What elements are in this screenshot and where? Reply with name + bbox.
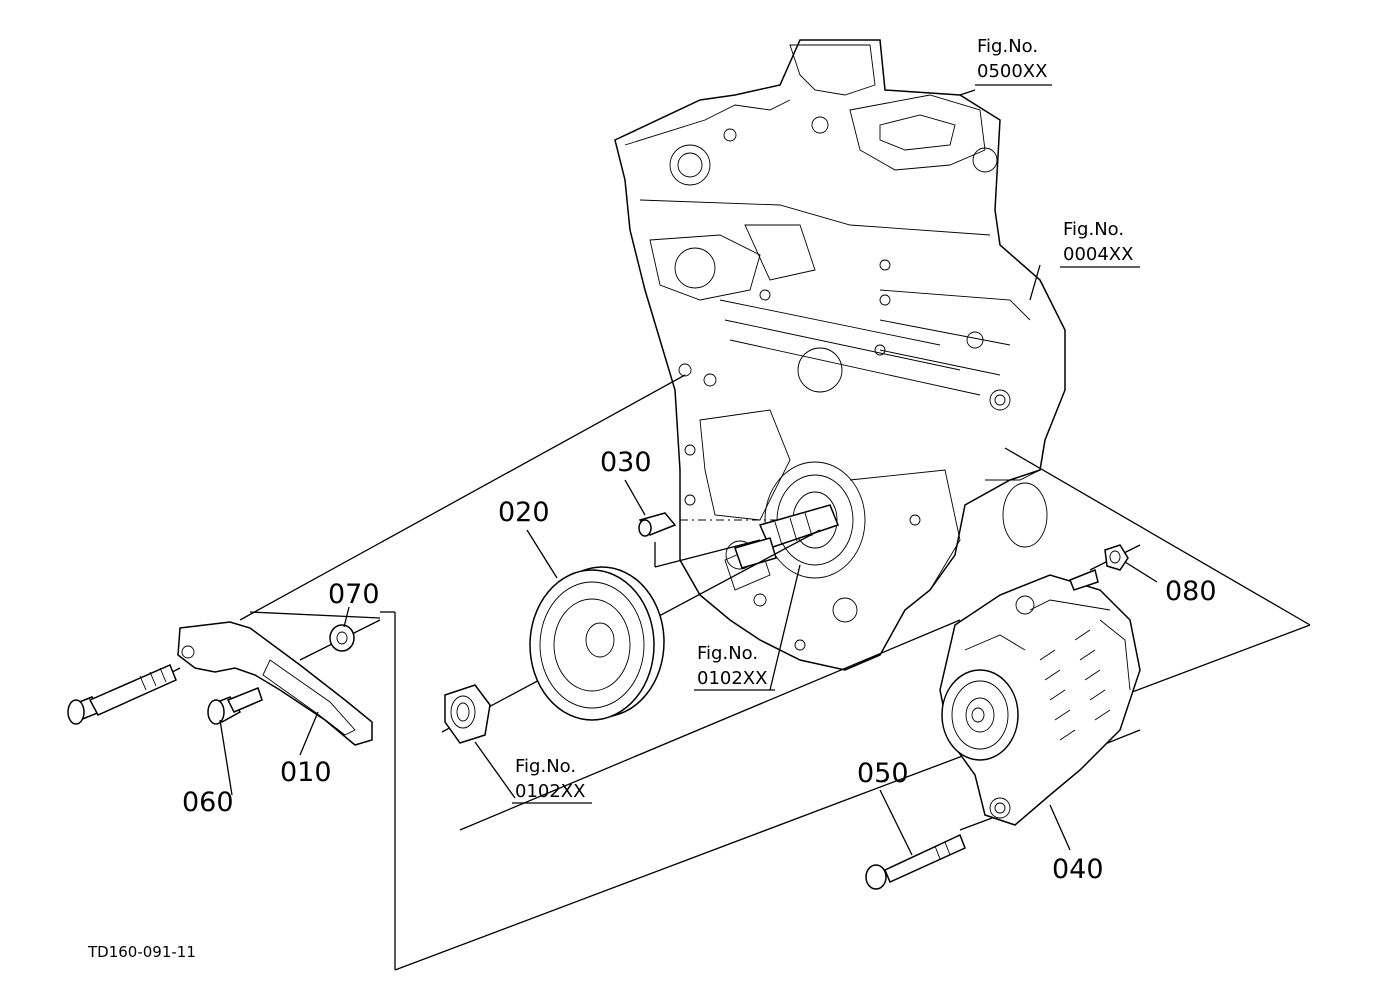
callout-070: 070 xyxy=(328,579,380,610)
fig-ref-0102xx-nut: Fig.No. 0102XX xyxy=(512,756,592,804)
callout-060: 060 xyxy=(182,787,234,818)
fig-ref-0004xx: Fig.No. 0004XX xyxy=(1060,219,1140,268)
callout-labels: 070 060 010 020 030 080 050 040 xyxy=(182,447,1217,885)
engine-gear-case xyxy=(614,39,1066,671)
adjusting-bracket xyxy=(177,621,373,746)
long-bolt xyxy=(67,664,177,725)
alternator-040 xyxy=(939,568,1141,826)
fig-ref-0004xx-line1: Fig.No. xyxy=(1063,219,1124,240)
fig-ref-0102xx-pulley-line2: 0102XX xyxy=(697,668,767,689)
leader-lines xyxy=(219,89,1158,856)
crank-pulley xyxy=(529,566,665,721)
fig-ref-0500xx: Fig.No. 0500XX xyxy=(975,36,1052,86)
nut-080 xyxy=(1104,544,1129,571)
fig-ref-0102xx-pulley-line1: Fig.No. xyxy=(697,643,758,664)
fig-ref-0102xx-nut-line1: Fig.No. xyxy=(515,756,576,777)
drawing-code: TD160-091-11 xyxy=(87,943,196,961)
washer-070 xyxy=(329,624,355,652)
callout-030: 030 xyxy=(600,447,652,478)
fig-ref-0500xx-line1: Fig.No. xyxy=(977,36,1038,57)
crank-nut xyxy=(444,684,491,744)
callout-010: 010 xyxy=(280,757,332,788)
callout-050: 050 xyxy=(857,758,909,789)
callout-040: 040 xyxy=(1052,854,1104,885)
fig-ref-0102xx-nut-line2: 0102XX xyxy=(515,781,585,802)
fig-ref-0500xx-line2: 0500XX xyxy=(977,61,1047,82)
bolt-050 xyxy=(865,833,966,890)
callout-020: 020 xyxy=(498,497,550,528)
bolt-060 xyxy=(207,687,263,725)
figure-references: Fig.No. 0500XX Fig.No. 0004XX Fig.No. 01… xyxy=(512,36,1140,804)
fig-ref-0004xx-line2: 0004XX xyxy=(1063,244,1133,265)
callout-080: 080 xyxy=(1165,576,1217,607)
key-030 xyxy=(638,512,677,537)
fig-ref-0102xx-pulley: Fig.No. 0102XX xyxy=(694,643,775,691)
